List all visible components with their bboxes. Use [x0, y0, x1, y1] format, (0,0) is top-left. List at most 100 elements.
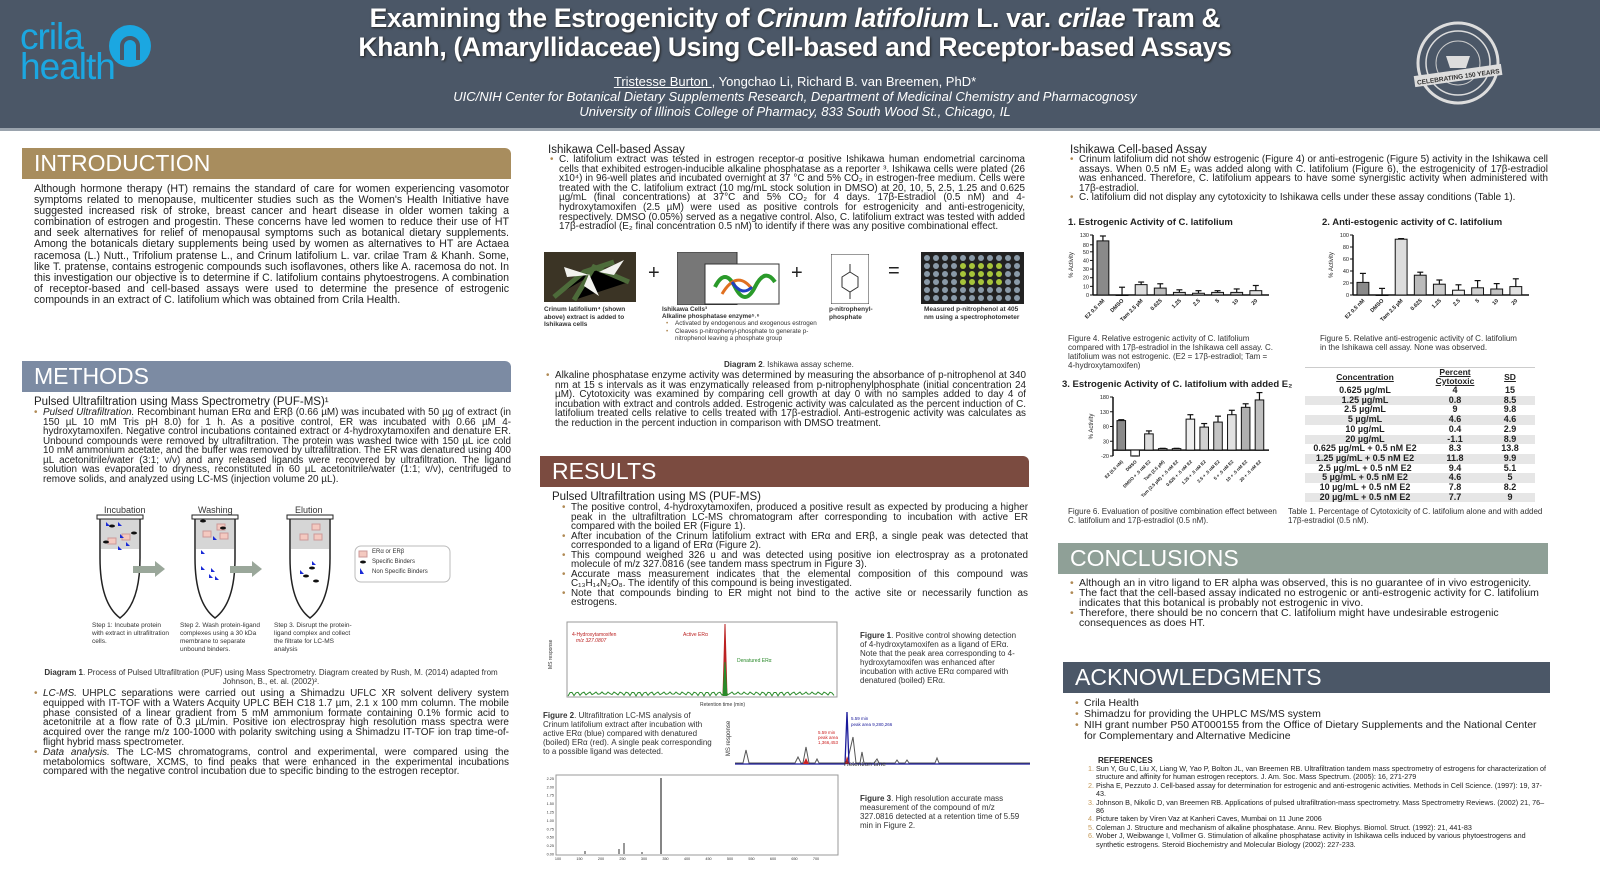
y-tick-label: 1.25: [547, 811, 554, 815]
plate-well: [924, 295, 930, 301]
plate-well: [942, 271, 948, 277]
x-tick-label: 300: [641, 857, 647, 861]
table-cell: 2.5 µg/mL: [1344, 404, 1386, 415]
ishikawa-results-item: Crinum latifolium did not show estrogeni…: [1070, 155, 1548, 193]
x-tick-label: 5: [1215, 298, 1221, 304]
plate-well: [1014, 295, 1020, 301]
bar: [1213, 421, 1223, 451]
svg-text:peak area: peak area: [818, 735, 839, 740]
plate-well: [960, 255, 966, 261]
plate-caption: Measured p-nitrophenol at 405 nm using a…: [924, 306, 1020, 321]
plate-well: [1005, 287, 1011, 293]
ultrafiltration-tubes-diagram: [96, 514, 451, 619]
plate-well: [987, 295, 993, 301]
svg-text:1,366,453: 1,366,453: [818, 740, 839, 745]
plate-well: [996, 287, 1002, 293]
table-cell: 8.5: [1485, 395, 1535, 406]
y-tick-label: 30: [1103, 439, 1109, 445]
ishikawa-method-item: Alkaline phosphatase enzyme activity was…: [546, 371, 1026, 429]
table-cell: -1.1: [1425, 434, 1485, 445]
conclusion-item: The fact that the cell-based assay indic…: [1070, 588, 1542, 609]
y-axis-label: % Activity: [1329, 252, 1335, 278]
tube-cap: [286, 514, 334, 520]
x-tick-label: 100: [555, 857, 561, 861]
authors: Tristesse Burton , Yongchao Li, Richard …: [613, 74, 977, 89]
y-tick-label: 2.25: [547, 777, 554, 781]
y-tick-label: 100: [1340, 233, 1349, 239]
results-item: The positive control, 4-hydroxytamoxifen…: [562, 503, 1028, 532]
nonspecific-binder-mark: [118, 522, 122, 526]
conclusion-item: Although an in vitro ligand to ER alpha …: [1070, 578, 1542, 589]
conclusions-list: Although an in vitro ligand to ER alpha …: [1070, 578, 1542, 629]
plate-well: [942, 263, 948, 269]
bar: [1130, 449, 1140, 457]
y-tick-label: 40: [1083, 258, 1089, 264]
bar: [1249, 290, 1263, 296]
references-heading: REFERENCES: [1098, 756, 1153, 765]
svg-text:m/z 327.0807: m/z 327.0807: [576, 638, 607, 644]
plate-well: [1005, 271, 1011, 277]
x-tick-label: 20: [1511, 298, 1520, 307]
x-tick-label: DMSO: [1370, 298, 1386, 314]
nonspecific-binder-mark: [213, 536, 217, 540]
y-tick-label: 1.50: [547, 802, 554, 806]
plate-well: [924, 263, 930, 269]
plate-well: [1005, 279, 1011, 285]
plate-well: [987, 271, 993, 277]
logo-line-2: health: [20, 46, 116, 87]
plate-well: [1014, 263, 1020, 269]
plate-well: [960, 287, 966, 293]
specific-binder-mark: [103, 540, 109, 544]
figure-5-caption: Figure 5. Relative anti-estrogenic activ…: [1320, 334, 1517, 352]
figure-4-title: 1. Estrogenic Activity of C. latifolium: [1068, 217, 1233, 228]
bar: [1452, 289, 1465, 296]
ishikawa-results-heading: Ishikawa Cell-based Assay: [1070, 144, 1207, 156]
bar: [1254, 399, 1265, 451]
plate-well: [969, 279, 975, 285]
svg-text:Retention time (min): Retention time (min): [700, 702, 745, 708]
protein-mark: [121, 533, 131, 541]
plate-well: [996, 295, 1002, 301]
y-tick-label: 60: [1343, 257, 1349, 263]
svg-text:MS response: MS response: [548, 639, 554, 669]
poster-title: Examining the Estrogenicity of Crinum la…: [358, 3, 1232, 62]
nonspecific-binder-mark: [120, 534, 124, 538]
plate-well: [951, 287, 957, 293]
affiliation-2: University of Illinois College of Pharma…: [579, 104, 1011, 119]
table-cell: 4: [1452, 385, 1458, 395]
figure-1-caption: Figure 1. Positive control showing detec…: [860, 631, 1017, 685]
x-tick-label: 650: [791, 857, 797, 861]
plate-well: [1005, 263, 1011, 269]
acknowledgment-item: NIH grant number P50 AT000155 from the O…: [1075, 720, 1545, 742]
y-tick-label: 10: [1083, 284, 1089, 290]
table-cell: 20 µg/mL + 0.5 nM E2: [1305, 492, 1425, 503]
plate-well: [987, 279, 993, 285]
x-tick-label: 550: [748, 857, 754, 861]
table-cell: 2.9: [1503, 423, 1517, 434]
plate-well: [960, 295, 966, 301]
plate-well: [951, 255, 957, 261]
y-tick-label: 40: [1343, 269, 1349, 275]
figure-2-caption: Figure 2. Ultrafiltration LC-MS analysis…: [543, 711, 712, 756]
y-tick-label: 130: [1100, 410, 1109, 416]
y-tick-label: 0.50: [547, 836, 554, 840]
table-cell: 13.8: [1501, 443, 1519, 454]
figure-4-caption: Figure 4. Relative estrogenic activity o…: [1068, 334, 1273, 370]
x-tick-label: E2 0.5 nM: [1084, 298, 1106, 320]
nonspecific-binder-mark: [201, 566, 205, 570]
bar: [1199, 426, 1209, 451]
plate-well: [978, 271, 984, 277]
table-cell: 0.625 µg/mL + 0.5 nM E2: [1313, 443, 1417, 454]
table-cell: 9: [1485, 492, 1535, 503]
plate-well: [960, 263, 966, 269]
step-3-title: Elution: [295, 505, 323, 515]
bar: [1375, 294, 1389, 296]
table-1-cytotoxicity: Concentration Percent Cytotoxic SD 0.625…: [1305, 367, 1535, 503]
x-tick-label: 150: [576, 857, 582, 861]
table-cell: 8.2: [1503, 482, 1517, 493]
puf-method-list: Pulsed Ultrafiltration. Recombinant huma…: [34, 408, 511, 484]
nonspecific-binder-mark: [312, 561, 316, 565]
